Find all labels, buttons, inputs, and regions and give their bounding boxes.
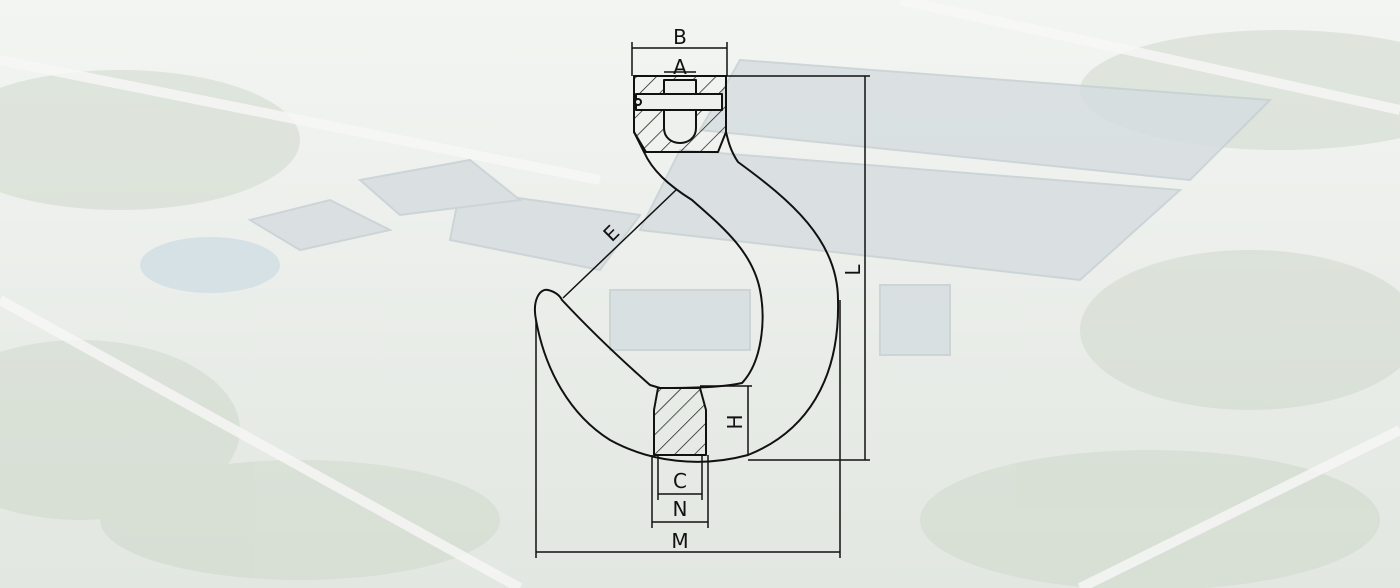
label-h: H [723, 414, 747, 429]
pin-hole [634, 98, 642, 106]
bottom-section [653, 387, 707, 456]
label-b: B [673, 25, 687, 49]
label-l: L [841, 264, 865, 276]
label-m: M [671, 529, 688, 553]
label-n: N [673, 497, 688, 521]
label-c: C [673, 469, 687, 493]
dim-line-e [562, 189, 677, 299]
hook-outline [534, 75, 840, 463]
label-a: A [673, 55, 687, 79]
pin-slot [663, 79, 697, 144]
pin [635, 93, 723, 111]
